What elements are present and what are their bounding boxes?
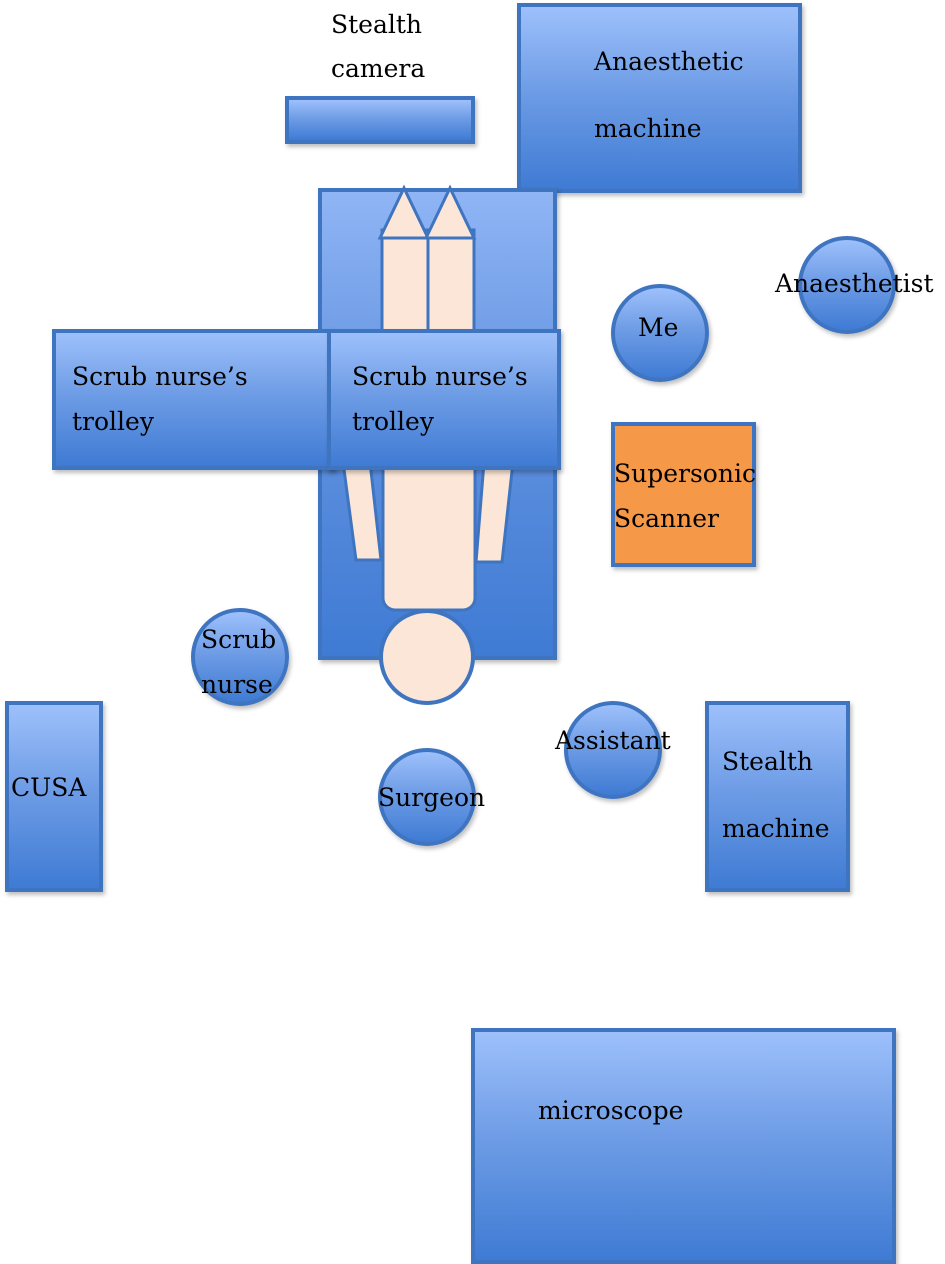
scrub-nurse-trolley-right-label: Scrub nurse’s trolley [352,362,528,436]
patient-arm-right [474,460,515,564]
microscope-label: microscope [538,1096,684,1125]
assistant-label: Assistant [555,726,671,755]
stealth-camera [285,96,475,144]
me-circle [611,284,709,382]
scrub-nurse-label: Scrub nurse [201,625,277,699]
patient-head [379,609,475,705]
cusa [5,701,103,892]
stealth-camera-label: Stealth camera [331,10,426,83]
surgeon-circle [378,748,476,846]
assistant-circle [564,701,662,799]
patient-foot-left [377,184,431,240]
microscope [471,1028,896,1264]
anaesthetic-machine [517,3,802,193]
supersonic-scanner-label: Supersonic Scanner [614,459,756,533]
stealth-machine-label: Stealth machine [722,747,830,843]
anaesthetic-machine-label: Anaesthetic machine [594,47,744,143]
patient-foot-right [423,184,477,240]
me-label: Me [638,313,679,342]
cusa-label: CUSA [11,773,87,802]
scrub-nurse-trolley-left-label: Scrub nurse’s trolley [72,362,248,436]
stealth-machine [705,701,850,892]
supersonic-scanner [611,422,756,567]
surgeon-label: Surgeon [378,783,486,812]
scrub-nurse-circle [191,608,289,706]
patient-arm-left [341,460,383,562]
anaesthetist-circle [798,236,896,334]
scrub-nurse-trolley-right [327,329,561,470]
anaesthetist-label: Anaesthetist [775,269,934,298]
